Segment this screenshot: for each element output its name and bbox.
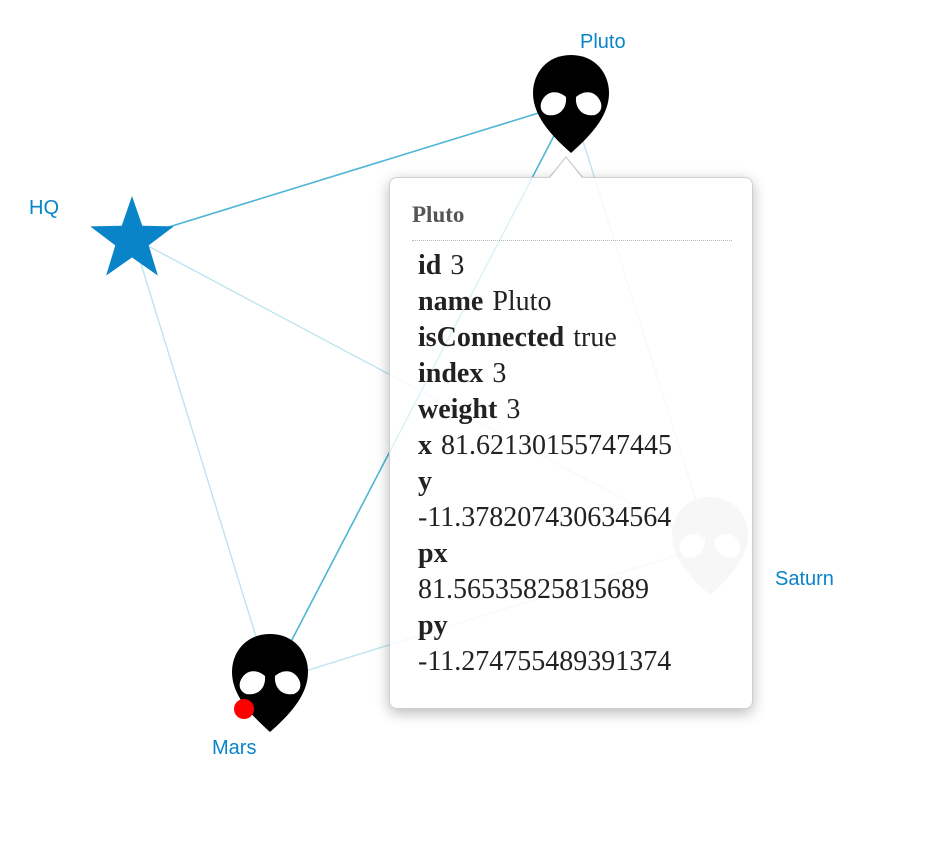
property-value: -11.274755489391374 — [418, 646, 672, 677]
star-icon — [90, 196, 174, 276]
node-label-mars[interactable]: Mars — [212, 737, 257, 759]
tooltip-property-id: id 3 — [418, 248, 728, 284]
property-key: weight — [418, 394, 498, 425]
node-label-saturn[interactable]: Saturn — [775, 568, 834, 590]
alien-icon — [533, 55, 609, 153]
link-hq-mars[interactable] — [132, 237, 271, 683]
node-pluto[interactable] — [533, 55, 609, 153]
property-key: id — [418, 250, 442, 281]
property-value: 3 — [506, 394, 521, 425]
tooltip-property-weight: weight 3 — [418, 392, 728, 428]
status-dot — [234, 699, 254, 719]
link-hq-pluto[interactable] — [132, 102, 572, 239]
node-label-pluto[interactable]: Pluto — [580, 31, 626, 53]
tooltip-pointer-fill — [549, 158, 583, 179]
property-value: Pluto — [492, 286, 552, 317]
property-value: 81.62130155747445 — [441, 430, 672, 461]
node-tooltip: Pluto id 3 name Pluto isConnected true inde… — [389, 177, 753, 709]
property-key: py — [418, 610, 448, 641]
tooltip-property-name: name Pluto — [418, 284, 728, 320]
tooltip-property-index: index 3 — [418, 356, 728, 392]
property-key: name — [418, 286, 484, 317]
property-value: 3 — [492, 358, 507, 389]
tooltip-property-py: py -11.274755489391374 — [418, 608, 728, 680]
property-value: 3 — [450, 250, 465, 281]
node-label-hq[interactable]: HQ — [29, 197, 59, 219]
property-key: x — [418, 430, 432, 461]
tooltip-divider — [412, 240, 732, 241]
tooltip-property-isconnected: isConnected true — [418, 320, 728, 356]
property-value: true — [573, 322, 617, 353]
property-key: isConnected — [418, 322, 565, 353]
property-value: 81.56535825815689 — [418, 574, 649, 605]
node-mars[interactable] — [232, 634, 308, 732]
tooltip-property-y: y -11.378207430634564 — [418, 464, 728, 536]
node-hq[interactable] — [90, 196, 174, 276]
tooltip-property-x: x 81.62130155747445 — [418, 428, 728, 464]
property-key: y — [418, 466, 432, 497]
tooltip-title: Pluto — [412, 202, 465, 227]
property-key: index — [418, 358, 484, 389]
tooltip-properties: id 3 name Pluto isConnected true index 3 wei… — [418, 248, 728, 680]
property-value: -11.378207430634564 — [418, 502, 672, 533]
tooltip-property-px: px 81.56535825815689 — [418, 536, 728, 608]
property-key: px — [418, 538, 448, 569]
